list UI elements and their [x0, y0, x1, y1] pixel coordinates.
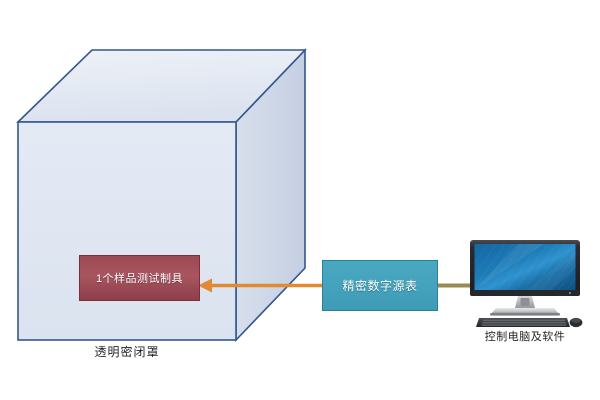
- monitor-stand-base: [491, 308, 559, 314]
- monitor-screen-glare: [474, 244, 544, 290]
- enclosure-caption: 透明密闭罩: [94, 345, 160, 359]
- monitor-power-led: [569, 292, 571, 294]
- monitor-stand-neck-detail: [520, 298, 530, 306]
- keyboard-keys: [481, 319, 567, 326]
- monitor-screen-texture: [474, 244, 576, 290]
- enclosure-front-face: [17, 121, 237, 341]
- monitor-chin: [470, 290, 580, 296]
- precision-digital-source-meter[interactable]: 精密数字源表: [322, 260, 438, 311]
- control-computer-caption: 控制电脑及软件: [484, 331, 566, 343]
- control-computer-and-software[interactable]: [466, 238, 584, 328]
- precision-digital-source-meter-label: 精密数字源表: [342, 279, 418, 293]
- sample-test-fixture[interactable]: 1个样品测试制具: [79, 255, 200, 301]
- monitor-stand-base-edge: [490, 313, 560, 316]
- monitor-screen-glare-2: [526, 252, 576, 290]
- computer-illustration: [470, 240, 583, 328]
- sample-test-fixture-label: 1个样品测试制具: [95, 273, 184, 285]
- smu-to-fixture-arrowhead: [198, 278, 212, 293]
- mouse-highlight: [571, 318, 581, 323]
